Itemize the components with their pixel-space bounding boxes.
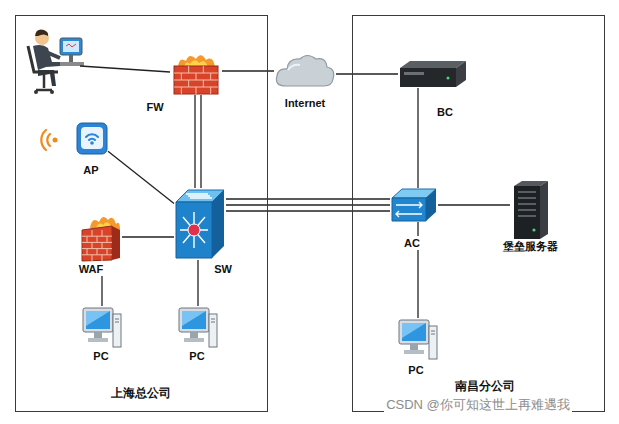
network-link <box>197 260 198 306</box>
network-link <box>438 204 510 205</box>
srv-icon <box>510 180 550 240</box>
pc-icon <box>82 306 122 348</box>
network-link <box>417 88 418 188</box>
device-node: BC <box>398 60 468 88</box>
network-link <box>122 236 174 237</box>
device-label: PC <box>406 363 425 377</box>
user-link <box>80 66 170 72</box>
site-region: 南昌分公司 BC AC 堡垒服务器 PC <box>352 15 605 412</box>
sw-icon <box>174 188 226 260</box>
ap-icon <box>76 122 108 155</box>
region-title: 上海总公司 <box>109 386 173 400</box>
network-link <box>108 151 174 203</box>
network-link <box>336 73 398 74</box>
device-label: PC <box>187 349 206 363</box>
network-link <box>200 95 201 188</box>
network-link <box>226 210 390 211</box>
device-label: BC <box>435 105 455 119</box>
wifi-signal <box>41 130 57 150</box>
pc-icon <box>178 306 218 348</box>
fw-icon <box>170 52 222 95</box>
region-title: 南昌分公司 <box>453 379 517 393</box>
device-label: 堡垒服务器 <box>501 239 560 253</box>
device-node: PC <box>178 306 218 348</box>
cloud-icon <box>274 52 336 90</box>
site-region: 上海总公司FWAPWAFSWPCPC <box>15 15 268 412</box>
device-label: Internet <box>283 96 327 110</box>
device-node: PC <box>398 318 438 360</box>
device-label: FW <box>144 100 165 114</box>
device-node: Internet <box>274 52 336 90</box>
watermark: CSDN @你可知这世上再难遇我 <box>384 398 572 412</box>
device-node: AP <box>76 122 108 155</box>
waf-icon <box>80 214 122 262</box>
device-label: WAF <box>77 262 105 276</box>
user-figure <box>28 30 84 94</box>
device-label: PC <box>91 349 110 363</box>
device-label: AC <box>402 236 422 250</box>
device-node: FW <box>170 52 222 95</box>
network-link <box>222 70 274 71</box>
ac-icon <box>390 188 438 222</box>
pc-icon <box>398 318 438 360</box>
network-link <box>226 204 390 205</box>
device-node: SW <box>174 188 226 260</box>
device-label: AP <box>81 163 100 177</box>
device-node: WAF <box>80 214 122 262</box>
network-link <box>194 95 195 188</box>
device-label: SW <box>212 262 234 276</box>
device-node: 堡垒服务器 <box>510 180 550 240</box>
bc-icon <box>398 60 468 88</box>
network-link <box>226 198 390 199</box>
device-node: AC <box>390 188 438 222</box>
device-node: PC <box>82 306 122 348</box>
